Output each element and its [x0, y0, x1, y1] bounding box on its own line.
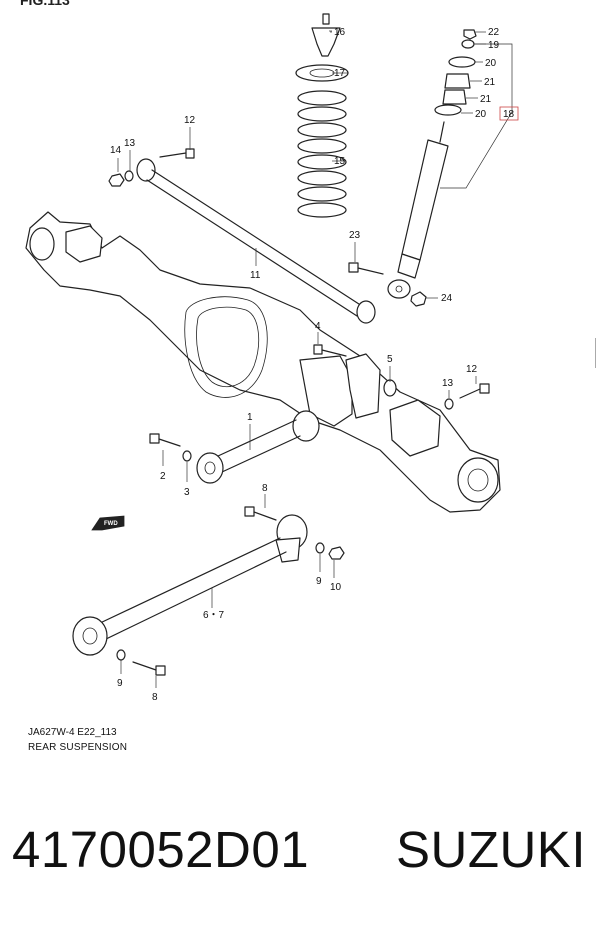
callout-8-lower: 8 [152, 692, 158, 703]
callout-1: 1 [247, 412, 253, 423]
parts-diagram: FIG.113 [20, 0, 600, 753]
bump-stopper [311, 13, 341, 57]
nut-14 [108, 170, 134, 187]
callout-20-lower: 20 [475, 109, 487, 120]
callout-12-lower: 12 [466, 364, 478, 375]
coil-spring [297, 90, 347, 218]
callout-labels: 22 19 20 21 21 20 18 16 17 15 12 13 14 1… [110, 27, 519, 703]
callout-3: 3 [184, 487, 190, 498]
rear-suspension-drawing: FWD [25, 13, 519, 703]
bolt-12-upper [159, 148, 195, 159]
product-info-band [0, 775, 600, 932]
figure-title: FIG.113 [20, 0, 70, 8]
brand-name: SUZUKI [395, 821, 586, 878]
callout-16: 16 [334, 27, 346, 38]
forward-arrow-icon: FWD [91, 515, 125, 531]
callout-6-7: 6・7 [203, 610, 225, 621]
callout-22: 22 [488, 27, 500, 38]
callout-24: 24 [441, 293, 453, 304]
part-number: 4170052D01 [12, 821, 310, 878]
callout-11: 11 [250, 270, 261, 281]
washer-5 [383, 379, 397, 397]
callout-5: 5 [387, 354, 393, 365]
washer-3 [182, 450, 192, 462]
diagram-code: JA627W-4 E22_113 [28, 727, 117, 738]
bolt-12-lower [444, 383, 490, 410]
nut-24 [410, 291, 427, 307]
upper-control-arm [196, 410, 320, 484]
callout-10: 10 [330, 582, 342, 593]
nut-10 [328, 546, 345, 560]
callout-20-upper: 20 [485, 58, 497, 69]
callout-19: 19 [488, 40, 500, 51]
shock-hardware [434, 29, 477, 116]
callout-14: 14 [110, 145, 122, 156]
callout-13-upper: 13 [124, 138, 136, 149]
callout-17: 17 [334, 68, 346, 79]
callout-9-upper: 9 [316, 576, 322, 587]
diagram-caption: REAR SUSPENSION [28, 742, 128, 753]
bolt-8-lower [132, 661, 166, 676]
lower-control-arm [72, 514, 308, 656]
bolt-23 [348, 262, 384, 275]
axle-housing [25, 211, 501, 513]
lateral-rod [136, 158, 376, 324]
leader-lines [117, 30, 486, 688]
callout-15: 15 [334, 156, 346, 167]
edge-marker [595, 338, 600, 368]
callout-2: 2 [160, 471, 166, 482]
bolt-4 [313, 344, 347, 357]
callout-4: 4 [315, 321, 321, 332]
callout-13-lower: 13 [442, 378, 454, 389]
bolt-2 [149, 433, 181, 447]
washer-9-upper [315, 542, 325, 554]
callout-23: 23 [349, 230, 361, 241]
callout-9-lower: 9 [117, 678, 123, 689]
callout-18: 18 [503, 109, 515, 120]
callout-21-upper: 21 [484, 77, 496, 88]
washer-9-lower [116, 649, 126, 661]
fwd-label: FWD [104, 521, 118, 527]
callout-8-upper: 8 [262, 483, 268, 494]
bolt-8-upper [244, 506, 277, 521]
callout-21-lower: 21 [480, 94, 492, 105]
callout-12-upper: 12 [184, 115, 196, 126]
shock-absorber [387, 121, 449, 299]
